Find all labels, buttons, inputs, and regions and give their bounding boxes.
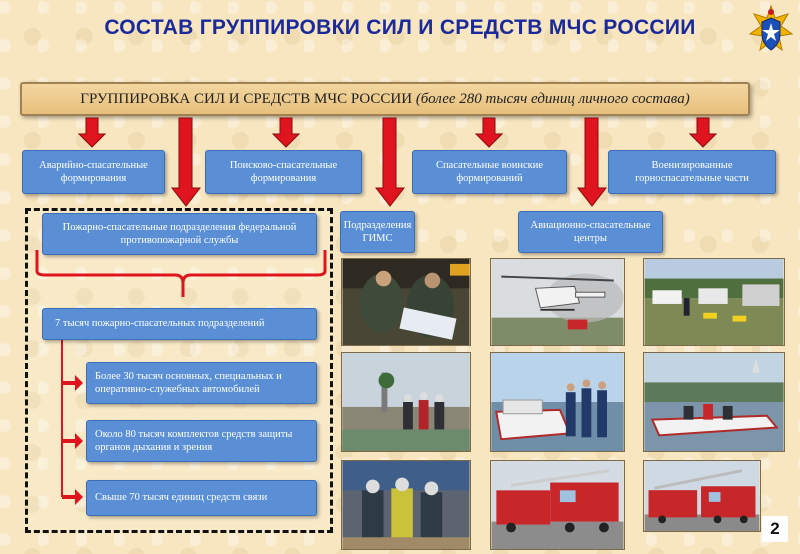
arrow-aviation — [576, 117, 608, 207]
connector-arrow-2 — [62, 433, 83, 449]
page-title: СОСТАВ ГРУППИРОВКИ СИЛ И СРЕДСТВ МЧС РОС… — [104, 16, 696, 39]
emercom-emblem-icon — [748, 4, 794, 52]
photo-rescuers-map — [341, 258, 471, 346]
photo-firefighters-gear — [341, 460, 471, 550]
main-banner: ГРУППИРОВКА СИЛ И СРЕДСТВ МЧС РОССИИ (бо… — [20, 82, 750, 116]
box-emergency-rescue: Аварийно-спасательные формирования — [22, 150, 165, 194]
photo-rescue-boat — [490, 352, 625, 452]
photo-fire-trucks — [490, 460, 625, 550]
box-breathing-kits: Около 80 тысяч комплектов средств защиты… — [86, 420, 317, 462]
photo-fire-station — [643, 460, 761, 532]
connector-arrow-3 — [62, 489, 83, 505]
box-vehicles: Более 30 тысяч основных, специальных и о… — [86, 362, 317, 404]
photo-field-camp — [643, 258, 785, 346]
arrow-emergency — [77, 117, 107, 148]
arrow-fire — [170, 117, 202, 207]
banner-main-text: ГРУППИРОВКА СИЛ И СРЕДСТВ МЧС РОССИИ — [80, 91, 413, 107]
fire-connectors — [35, 250, 327, 505]
box-gims: Подразделения ГИМС — [340, 211, 415, 253]
arrow-search — [271, 117, 301, 148]
box-military-rescue: Спасательные воинские формирований — [412, 150, 567, 194]
photo-flood-team — [341, 352, 471, 452]
box-communications: Свыше 70 тысяч единиц средств связи — [86, 480, 317, 516]
connector-arrows — [77, 117, 718, 207]
page-number: 2 — [762, 516, 788, 542]
box-search-rescue: Поисково-спасательные формирования — [205, 150, 362, 194]
arrow-mine — [688, 117, 718, 148]
arrow-military — [474, 117, 504, 148]
box-mine-rescue: Военизированные горноспасательные части — [608, 150, 776, 194]
box-aviation: Авиационно-спасательные центры — [518, 211, 663, 253]
photo-river-boat — [643, 352, 785, 452]
box-fire-count: 7 тысяч пожарно-спасательных подразделен… — [42, 308, 317, 340]
banner-note-text: (более 280 тысяч единиц личного состава) — [415, 91, 690, 107]
arrow-gims — [374, 117, 406, 207]
connector-arrow-1 — [62, 375, 83, 391]
photo-helicopter — [490, 258, 625, 346]
box-fire-service: Пожарно-спасательные подразделения федер… — [42, 213, 317, 255]
